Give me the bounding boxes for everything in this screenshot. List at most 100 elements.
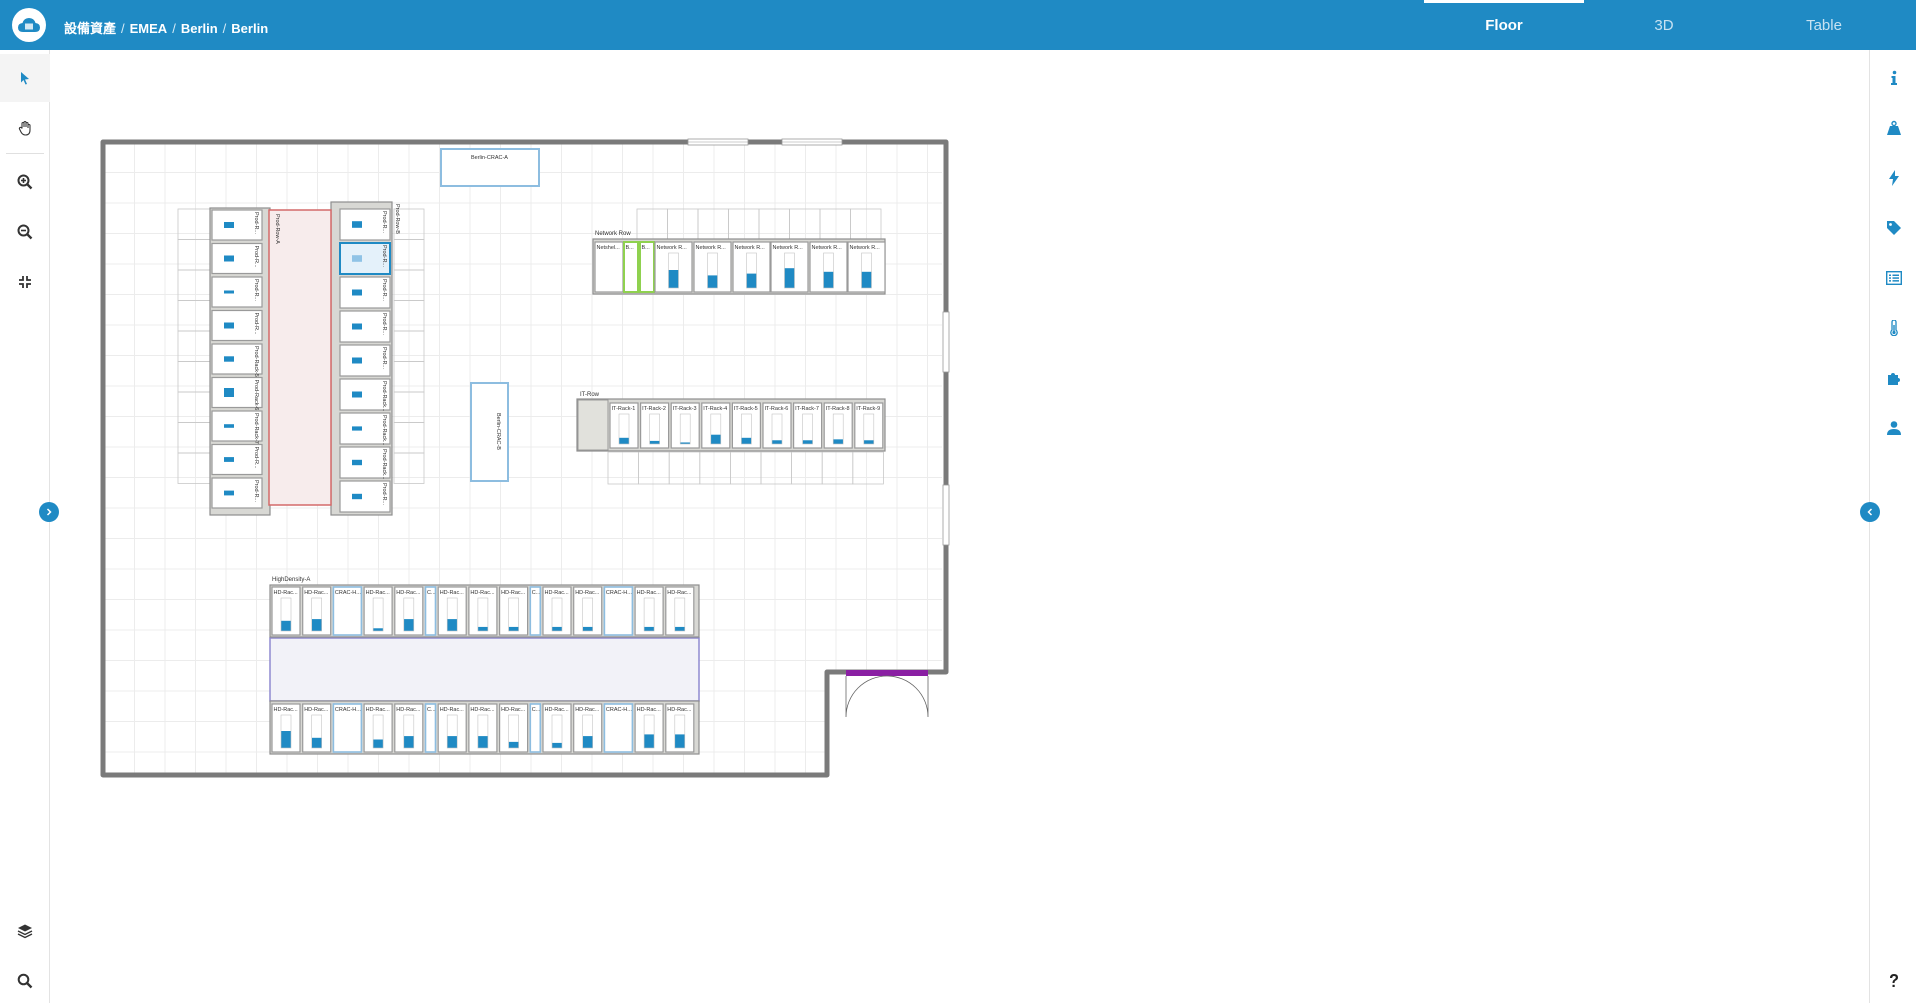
expand-right-panel-button[interactable] xyxy=(1860,502,1880,522)
help-tool[interactable] xyxy=(1870,957,1916,1005)
door-swing xyxy=(886,675,929,718)
rack-prod-b[interactable] xyxy=(339,310,391,343)
top-bar: 設備資產/EMEA/Berlin/Berlin Floor 3D Table xyxy=(0,0,1916,50)
rack-it-utilization-bar xyxy=(710,434,721,444)
crac-unit[interactable] xyxy=(440,148,540,187)
list-tool[interactable] xyxy=(1870,254,1916,302)
rack-high-density-a-utilization-bar xyxy=(582,626,593,631)
rack-prod-b[interactable] xyxy=(339,378,391,411)
right-toolbar xyxy=(1869,50,1916,1003)
rack-high-density-a-capacity-outline xyxy=(674,597,686,632)
rack-prod-a-utilization-bar xyxy=(224,222,234,228)
rack-network[interactable] xyxy=(623,241,639,293)
pan-tool[interactable] xyxy=(0,104,50,152)
rack-high-density-b[interactable] xyxy=(529,703,542,753)
user-tool[interactable] xyxy=(1870,404,1916,452)
expand-left-panel-button[interactable] xyxy=(39,502,59,522)
rack-prod-b-label: Prod-Rack... xyxy=(381,449,387,480)
breadcrumb-item[interactable]: Berlin xyxy=(180,21,218,36)
search-tool[interactable] xyxy=(0,957,50,1005)
rack-prod-a-utilization-bar xyxy=(224,290,234,294)
rack-prod-a[interactable] xyxy=(211,309,263,342)
breadcrumb-item[interactable]: 設備資產 xyxy=(64,21,117,36)
plugin-tool[interactable] xyxy=(1870,354,1916,402)
rack-it-capacity-outline xyxy=(771,413,783,445)
rack-high-density-a-label: HD-Rac... xyxy=(440,590,465,596)
rack-it-utilization-bar xyxy=(772,440,782,444)
breadcrumb-item-current[interactable]: Berlin xyxy=(231,21,269,36)
rack-prod-a-label: Prod-R... xyxy=(253,246,259,268)
rack-prod-b-utilization-bar xyxy=(352,357,362,364)
rack-prod-b[interactable] xyxy=(339,208,391,241)
rack-network-capacity-outline xyxy=(784,252,795,289)
rack-prod-a[interactable] xyxy=(211,410,263,442)
rack-prod-b-utilization-bar xyxy=(352,459,362,466)
tab-floor[interactable]: Floor xyxy=(1424,0,1584,50)
rack-high-density-a[interactable] xyxy=(603,586,634,636)
rack-prod-b-utilization-bar xyxy=(352,391,362,398)
info-tool[interactable] xyxy=(1870,54,1916,102)
temperature-tool[interactable] xyxy=(1870,304,1916,352)
rack-high-density-b[interactable] xyxy=(603,703,634,753)
tag-tool[interactable] xyxy=(1870,204,1916,252)
rack-prod-b[interactable] xyxy=(339,276,391,309)
rack-high-density-b-utilization-bar xyxy=(403,736,414,748)
power-tool[interactable] xyxy=(1870,154,1916,202)
app-logo[interactable] xyxy=(12,8,46,42)
it-row-end-unit xyxy=(577,399,609,451)
rack-prod-a[interactable] xyxy=(211,477,263,509)
rack-it-capacity-outline xyxy=(618,413,630,445)
rack-high-density-a-capacity-outline xyxy=(582,597,594,632)
rack-high-density-b-utilization-bar xyxy=(447,736,458,748)
weight-tool[interactable] xyxy=(1870,104,1916,152)
compress-icon xyxy=(19,276,31,288)
zoom-in-tool[interactable] xyxy=(0,158,50,206)
rack-prod-b-utilization-bar xyxy=(352,426,362,431)
rack-high-density-b-utilization-bar xyxy=(373,739,384,748)
rack-high-density-a-capacity-outline xyxy=(477,597,489,632)
rack-high-density-a[interactable] xyxy=(332,586,363,636)
room-wall xyxy=(100,139,949,778)
rack-network[interactable] xyxy=(639,241,655,293)
rack-it[interactable] xyxy=(639,402,670,449)
rack-high-density-a[interactable] xyxy=(529,586,542,636)
rack-prod-a[interactable] xyxy=(211,242,263,275)
layers-tool[interactable] xyxy=(0,907,50,955)
rack-high-density-b-utilization-bar xyxy=(644,734,655,748)
rack-high-density-b-label: HD-Rac... xyxy=(274,707,299,713)
select-tool[interactable] xyxy=(0,54,50,102)
rack-prod-b[interactable] xyxy=(339,242,391,275)
rack-high-density-a-label: HD-Rac... xyxy=(575,590,600,596)
fit-tool[interactable] xyxy=(0,258,50,306)
rack-high-density-b-capacity-outline xyxy=(674,714,686,749)
rack-prod-b[interactable] xyxy=(339,344,391,377)
rack-prod-b[interactable] xyxy=(339,446,391,479)
rack-prod-b[interactable] xyxy=(339,412,391,445)
crac-unit[interactable] xyxy=(470,382,509,482)
rack-it[interactable] xyxy=(670,402,700,449)
rack-high-density-b[interactable] xyxy=(424,703,437,753)
tab-3d[interactable]: 3D xyxy=(1654,16,1674,34)
bolt-icon xyxy=(1888,170,1899,186)
rack-high-density-b-utilization-bar xyxy=(552,742,562,748)
rack-it-label: IT-Rack-8 xyxy=(826,406,850,412)
rack-prod-a[interactable] xyxy=(211,376,263,409)
rack-high-density-a[interactable] xyxy=(424,586,437,636)
door[interactable] xyxy=(846,670,928,676)
breadcrumb-item[interactable]: EMEA xyxy=(129,21,168,36)
rack-prod-b-label: Prod-R... xyxy=(381,347,387,369)
rack-high-density-b[interactable] xyxy=(332,703,363,753)
rack-prod-a[interactable] xyxy=(211,343,263,375)
tab-table[interactable]: Table xyxy=(1806,16,1842,34)
rack-it-utilization-bar xyxy=(863,440,874,444)
rack-prod-a[interactable] xyxy=(211,443,263,476)
zoom-out-tool[interactable] xyxy=(0,208,50,256)
rack-prod-a[interactable] xyxy=(211,276,263,308)
rack-high-density-a[interactable] xyxy=(363,586,393,636)
rack-prod-b[interactable] xyxy=(339,480,391,513)
rack-prod-a[interactable] xyxy=(211,209,263,241)
rack-high-density-b-label: HD-Rac... xyxy=(501,707,526,713)
rack-high-density-a-label: CRAC-H... xyxy=(335,590,361,596)
